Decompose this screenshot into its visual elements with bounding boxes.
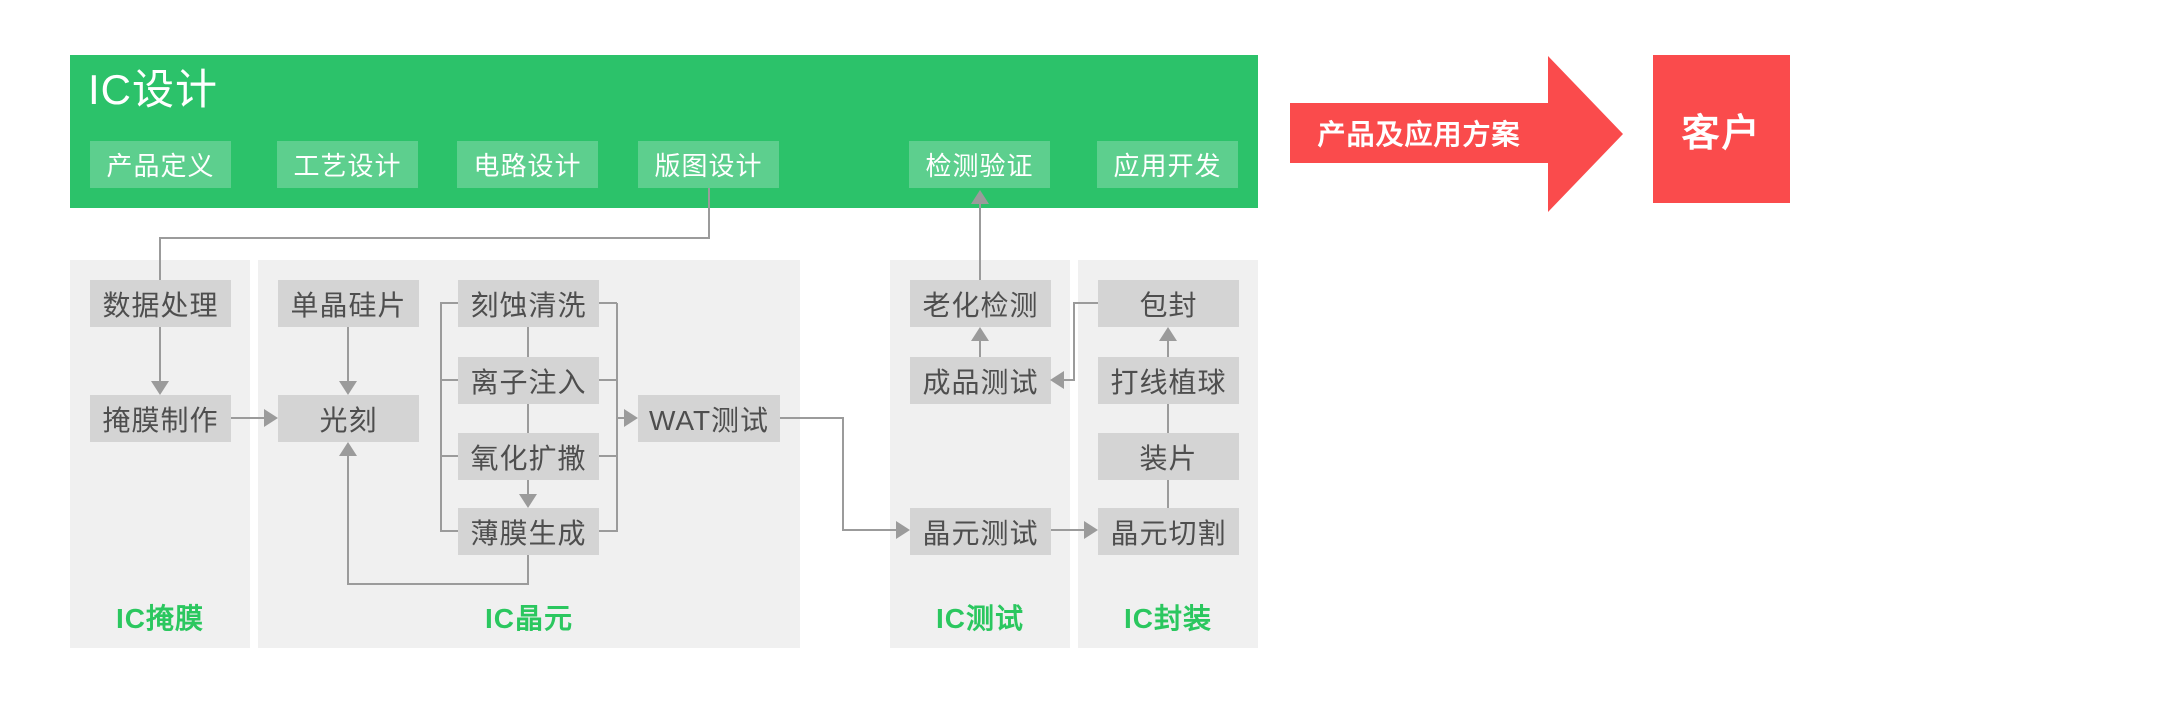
banner-step-process-design: 工艺设计 bbox=[277, 141, 418, 188]
node-ion-implantation: 离子注入 bbox=[458, 357, 599, 404]
banner-step-inspection-verification: 检测验证 bbox=[909, 141, 1050, 188]
edge-layout-design-to-data-processing bbox=[159, 237, 161, 280]
node-encapsulation: 包封 bbox=[1098, 280, 1239, 327]
edge-mask-making-to-lithography bbox=[231, 417, 264, 419]
product-solution-arrow-body: 产品及应用方案 bbox=[1290, 103, 1548, 163]
node-aging-test: 老化检测 bbox=[910, 280, 1051, 327]
bracket-right-stub bbox=[599, 379, 617, 381]
edge-thin-film-to-lithography bbox=[347, 583, 529, 585]
edge-wat-test-to-wafer-test bbox=[842, 417, 844, 531]
bracket-left-stub bbox=[440, 379, 458, 381]
edge-wafer-dicing-to-die-attach bbox=[1167, 480, 1169, 508]
banner-step-circuit-design: 电路设计 bbox=[457, 141, 598, 188]
arrowhead-up-icon bbox=[339, 442, 357, 456]
product-solution-arrow-head bbox=[1548, 56, 1623, 212]
node-wat-test: WAT测试 bbox=[638, 395, 780, 442]
node-etch-clean: 刻蚀清洗 bbox=[458, 280, 599, 327]
edge-die-attach-to-wire-bonding bbox=[1167, 404, 1169, 433]
arrowhead-up-icon bbox=[1159, 327, 1177, 341]
edge-layout-design-to-data-processing bbox=[708, 188, 710, 239]
node-data-processing: 数据处理 bbox=[90, 280, 231, 327]
node-wire-bonding: 打线植球 bbox=[1098, 357, 1239, 404]
banner-step-layout-design: 版图设计 bbox=[638, 141, 779, 188]
edge-encapsulation-to-final-test bbox=[1064, 379, 1073, 381]
node-mask-making: 掩膜制作 bbox=[90, 395, 231, 442]
bracket-right-stub bbox=[599, 455, 617, 457]
banner-step-application-development: 应用开发 bbox=[1097, 141, 1238, 188]
edge-ion-implantation-to-oxidation bbox=[527, 404, 529, 433]
arrowhead-right-icon bbox=[896, 521, 910, 539]
edge-thin-film-to-lithography bbox=[347, 456, 349, 585]
bracket-right-stub bbox=[599, 530, 617, 532]
node-wafer-dicing: 晶元切割 bbox=[1098, 508, 1239, 555]
banner-title: IC设计 bbox=[88, 66, 219, 113]
edge-wat-test-to-wafer-test bbox=[842, 529, 896, 531]
arrowhead-down-icon bbox=[339, 381, 357, 395]
panel-label-ic-wafer: IC晶元 bbox=[484, 603, 573, 634]
node-die-attach: 装片 bbox=[1098, 433, 1239, 480]
panel-label-ic-mask: IC掩膜 bbox=[115, 603, 204, 634]
edge-wafer-test-to-wafer-dicing bbox=[1051, 529, 1084, 531]
arrowhead-right-icon bbox=[624, 409, 638, 427]
arrowhead-right-icon bbox=[1084, 521, 1098, 539]
arrowhead-left-icon bbox=[1050, 371, 1064, 389]
edge-encapsulation-to-final-test bbox=[1073, 302, 1098, 304]
edge-bracket-to-wat-test bbox=[616, 417, 624, 419]
bracket-left-stub bbox=[440, 302, 458, 304]
edge-final-test-to-aging-test bbox=[979, 341, 981, 357]
arrowhead-right-icon bbox=[264, 409, 278, 427]
panel-label-ic-test: IC测试 bbox=[935, 603, 1024, 634]
node-final-test: 成品测试 bbox=[910, 357, 1051, 404]
node-wafer-test: 晶元测试 bbox=[910, 508, 1051, 555]
banner-step-product-definition: 产品定义 bbox=[90, 141, 231, 188]
edge-aging-test-to-inspection-verification bbox=[979, 204, 981, 280]
edge-encapsulation-to-final-test bbox=[1073, 302, 1075, 381]
customer-box: 客户 bbox=[1653, 55, 1790, 203]
arrowhead-up-icon bbox=[971, 327, 989, 341]
node-thin-film: 薄膜生成 bbox=[458, 508, 599, 555]
arrowhead-up-icon bbox=[971, 190, 989, 204]
node-oxidation-diffusion: 氧化扩撒 bbox=[458, 433, 599, 480]
edge-layout-design-to-data-processing bbox=[159, 237, 710, 239]
edge-wire-bonding-to-encapsulation bbox=[1167, 341, 1169, 357]
bracket-left-wafer-steps bbox=[440, 303, 442, 532]
edge-data-processing-to-mask-making bbox=[159, 327, 161, 381]
edge-oxidation-to-thin-film bbox=[527, 480, 529, 494]
edge-mono-silicon-to-lithography bbox=[347, 327, 349, 381]
bracket-left-stub bbox=[440, 455, 458, 457]
bracket-left-stub bbox=[440, 530, 458, 532]
bracket-right-stub bbox=[599, 302, 617, 304]
edge-wat-test-to-wafer-test bbox=[780, 417, 844, 419]
edge-etch-clean-to-ion-implantation bbox=[527, 327, 529, 357]
node-mono-silicon-wafer: 单晶硅片 bbox=[278, 280, 419, 327]
arrowhead-down-icon bbox=[151, 381, 169, 395]
edge-thin-film-to-lithography bbox=[527, 555, 529, 585]
node-lithography: 光刻 bbox=[278, 395, 419, 442]
panel-label-ic-package: IC封装 bbox=[1123, 603, 1212, 634]
arrowhead-down-icon bbox=[519, 494, 537, 508]
